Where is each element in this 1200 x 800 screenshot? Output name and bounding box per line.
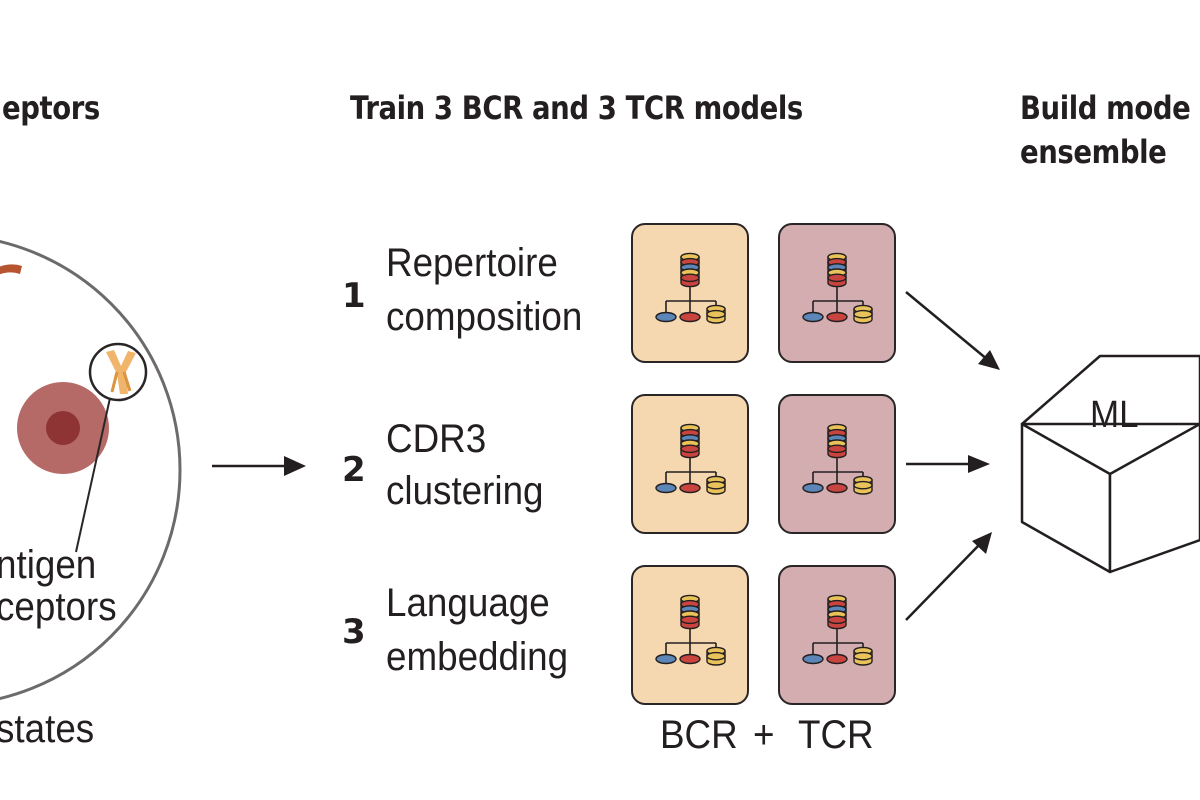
model-number-2: 2 [342, 450, 366, 490]
model-tree-icon [655, 423, 726, 495]
antigen-label-line1: ntigen [0, 543, 97, 587]
cell-nucleus-icon [46, 411, 80, 445]
arrow-model2-to-cube [906, 455, 990, 473]
heading-train-models: Train 3 BCR and 3 TCR models [350, 89, 803, 127]
arrow-model3-to-cube [905, 532, 992, 621]
antigen-receptor-icon [106, 350, 136, 394]
model-name-3-line2: embedding [386, 635, 569, 679]
model-name-1-line1: Repertoire [386, 241, 558, 285]
tcr-model-box-1 [778, 223, 896, 363]
bcr-model-box-1 [631, 223, 749, 363]
ml-cube-icon [1020, 354, 1200, 574]
pointer-line [75, 397, 111, 553]
model-tree-icon [655, 594, 726, 666]
plus-label: + [753, 713, 775, 757]
model-tree-icon [802, 594, 873, 666]
receptor-fragment-icon [0, 264, 22, 275]
heading-build-ensemble-line1: Build mode [1020, 89, 1191, 127]
model-tree-icon [802, 423, 873, 495]
bcr-model-box-3 [631, 565, 749, 705]
model-number-3: 3 [342, 612, 366, 652]
model-name-2-line1: CDR3 [386, 417, 487, 461]
model-tree-icon [802, 252, 873, 324]
arrow-to-models [212, 456, 306, 476]
states-label: states [0, 707, 95, 751]
tcr-model-box-3 [778, 565, 896, 705]
sample-circle [0, 240, 182, 700]
tcr-label: TCR [798, 713, 874, 757]
bcr-label: BCR [660, 713, 738, 757]
model-name-2-line2: clustering [386, 469, 544, 513]
heading-receptors: eptors [2, 89, 100, 127]
model-number-1: 1 [342, 276, 366, 316]
model-name-3-line1: Language [386, 581, 550, 625]
arrow-model1-to-cube [905, 291, 1000, 370]
bcr-model-box-2 [631, 394, 749, 534]
cube-label: ML [1090, 394, 1139, 436]
tcr-model-box-2 [778, 394, 896, 534]
model-tree-icon [655, 252, 726, 324]
antigen-label-line2: ceptors [0, 585, 117, 629]
heading-build-ensemble-line2: ensemble [1020, 133, 1167, 171]
model-name-1-line2: composition [386, 295, 583, 339]
